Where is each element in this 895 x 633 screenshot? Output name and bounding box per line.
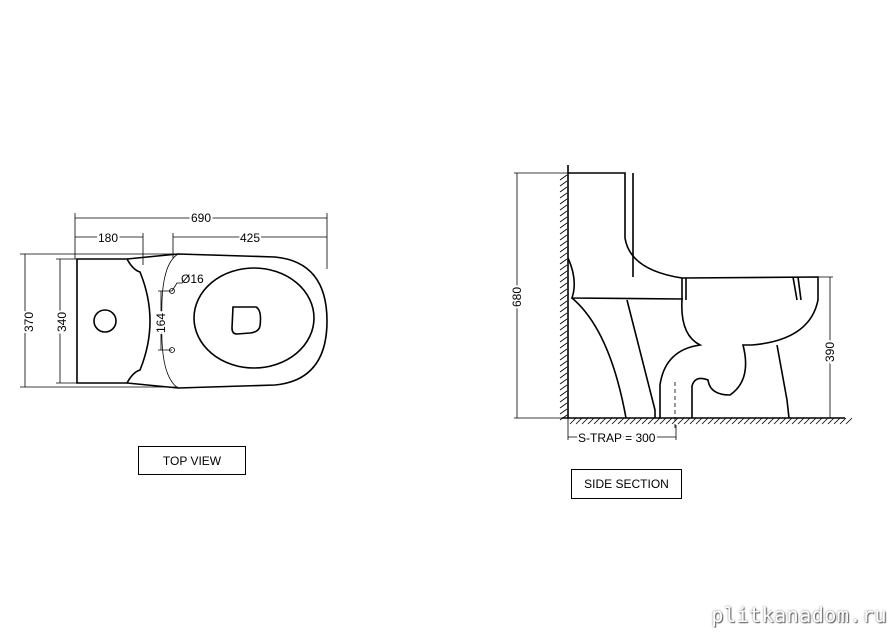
top-view-label: TOP VIEW xyxy=(138,446,246,475)
dim-390: 390 xyxy=(823,342,837,362)
dim-690: 690 xyxy=(191,211,211,225)
dim-180: 180 xyxy=(98,231,118,245)
hatching xyxy=(559,174,853,425)
dim-s-trap: S-TRAP = 300 xyxy=(578,431,656,445)
dim-164: 164 xyxy=(154,313,168,333)
top-view-drawing: 690 180 425 370 340 164 Ø16 xyxy=(20,209,328,389)
side-section-label: SIDE SECTION xyxy=(571,469,682,499)
dim-425: 425 xyxy=(240,231,260,245)
watermark: plitkanadom.ru xyxy=(711,603,887,627)
side-section-drawing: 680 390 S-TRAP = 300 xyxy=(508,165,853,447)
dim-340: 340 xyxy=(55,312,69,332)
dim-bolt-hole: Ø16 xyxy=(181,272,204,286)
dim-680: 680 xyxy=(510,287,524,307)
dim-370: 370 xyxy=(22,312,36,332)
